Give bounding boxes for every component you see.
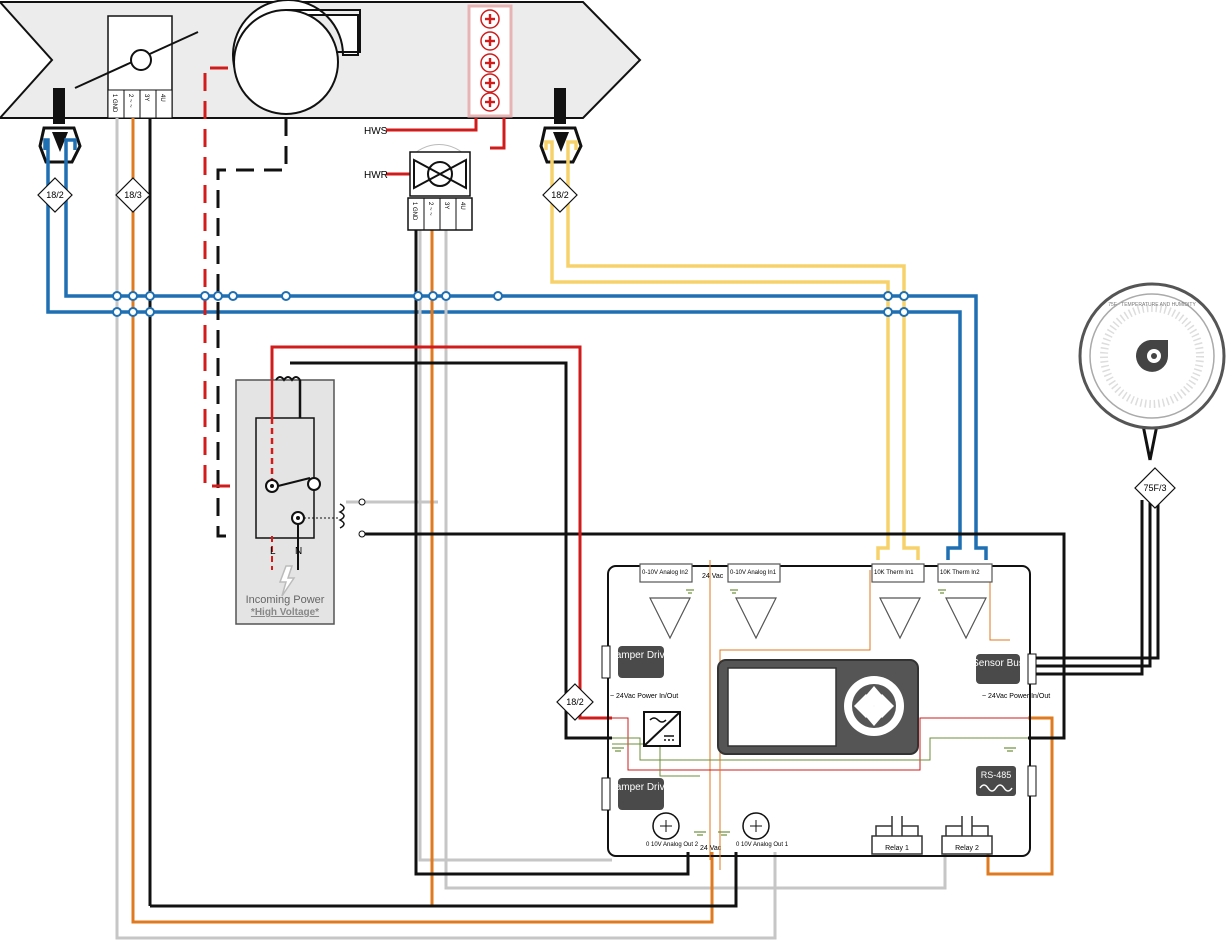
display-screen (727, 667, 837, 747)
cable-label-right-sensor: 18/2 (542, 177, 578, 213)
damper-driver-bottom-label: Damper Driver (608, 782, 674, 793)
relay-1 (871, 816, 923, 855)
rs485-module (976, 766, 1016, 796)
svg-text:75F/3: 75F/3 (1143, 483, 1166, 493)
damper-driver-bottom (618, 778, 664, 810)
black-wires (148, 118, 1160, 908)
damper-driver-top (618, 646, 664, 678)
svg-text:18/2: 18/2 (46, 190, 64, 200)
therm-in1-label: 10K Therm In1 (874, 570, 914, 576)
yellow-sensor-wires (544, 140, 920, 560)
hot-water-valve: 1 GND 2 ~ ~ 3Y 4U HWS HWR (364, 126, 473, 231)
analog-in1-label: 0-10V Analog In1 (730, 570, 777, 576)
analog-out2-label: 0 10V Analog Out 2 (646, 842, 699, 848)
relay1-label: Relay 1 (885, 845, 909, 852)
actuator-terminal-1: 1 GND (111, 94, 117, 113)
room-sensor: 75F · TEMPERATURE AND HUMIDITY (1078, 282, 1226, 430)
neutral-label: N (295, 546, 302, 557)
incoming-power-title: Incoming Power (246, 594, 325, 606)
actuator-terminal-2: 2 ~ ~ (127, 94, 133, 108)
valve-terminal-1: 1 GND (411, 202, 417, 221)
valve-terminal-2: 2 ~ ~ (427, 202, 433, 216)
wire-crossovers (112, 291, 909, 317)
relay2-label: Relay 2 (955, 845, 979, 852)
electric-heater (467, 4, 513, 118)
incoming-power-box: L N Incoming Power *High Voltage* (235, 376, 345, 625)
controller-board: 24 Vac 24 Vac 0-10V Analog In2 0-10V Ana… (601, 560, 1050, 870)
power-left-label: ~ 24Vac Power In/Out (610, 693, 678, 700)
vac-bottom-label: 24 Vac (700, 845, 722, 852)
line-label: L (270, 546, 276, 557)
fan-blower (232, 0, 361, 115)
hws-label: HWS (364, 126, 388, 137)
sensor-bus-module (976, 654, 1020, 684)
svg-text:18/2: 18/2 (551, 190, 569, 200)
vac-top-label: 24 Vac (702, 573, 724, 580)
valve-terminal-4: 4U (459, 202, 465, 210)
cable-label-left-sensor: 18/2 (37, 177, 73, 213)
analog-in2-label: 0-10V Analog In2 (642, 570, 689, 576)
red-wires (270, 118, 612, 720)
sensor-ring-text: 75F · TEMPERATURE AND HUMIDITY (1108, 302, 1196, 308)
left-duct-sensor (38, 88, 82, 164)
svg-text:18/3: 18/3 (124, 190, 142, 200)
relay-2 (941, 816, 993, 855)
blue-sensor-wires (43, 138, 988, 560)
damper-actuator: 1 GND 2 ~ ~ 3Y 4U (74, 15, 199, 119)
cable-label-power: 18/2 (556, 683, 594, 721)
therm-in2-label: 10K Therm In2 (940, 570, 980, 576)
cable-label-actuator: 18/3 (115, 177, 151, 213)
navigation-dpad-icon (844, 676, 904, 736)
lightning-icon (278, 565, 296, 597)
rs485-label: RS-485 (981, 770, 1012, 780)
sensor-bus-label: Sensor Bus (972, 658, 1024, 669)
damper-driver-top-label: Damper Driver (608, 650, 674, 661)
red-dashed-wire (203, 66, 268, 488)
svg-text:18/2: 18/2 (566, 697, 584, 707)
cable-label-sensor-bus: 75F/3 (1134, 467, 1176, 509)
valve-terminal-3: 3Y (443, 202, 449, 209)
hwr-label: HWR (364, 170, 388, 181)
analog-out1-label: 0 10V Analog Out 1 (736, 842, 789, 848)
actuator-terminal-4: 4U (159, 94, 165, 102)
actuator-terminal-3: 3Y (143, 94, 149, 101)
power-right-label: ~ 24Vac Power In/Out (982, 693, 1050, 700)
high-voltage-label: *High Voltage* (251, 607, 319, 618)
gray-wires (115, 118, 947, 940)
